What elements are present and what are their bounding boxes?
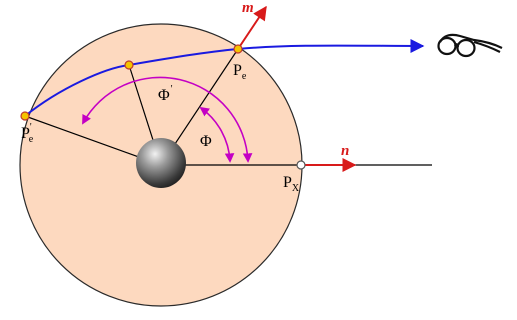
phi-prime-arc xyxy=(82,76,253,163)
label-n: n xyxy=(341,143,349,159)
label-px: PX xyxy=(283,174,300,194)
point-mid xyxy=(124,60,134,70)
label-pe-right: Pe xyxy=(233,62,247,82)
vector-m xyxy=(237,5,267,50)
point-px xyxy=(296,160,306,170)
label-phi: Φ xyxy=(200,133,212,150)
trajectory-curve xyxy=(24,38,425,117)
eyeglasses-icon xyxy=(437,33,503,58)
label-phi-prime: Φ' xyxy=(158,84,173,104)
label-m: m xyxy=(242,0,254,16)
point-pe-right xyxy=(233,44,243,54)
central-body xyxy=(136,138,186,188)
label-pe-left: P'e xyxy=(21,122,34,145)
phi-arc xyxy=(199,106,235,163)
point-pe-left xyxy=(20,111,30,121)
